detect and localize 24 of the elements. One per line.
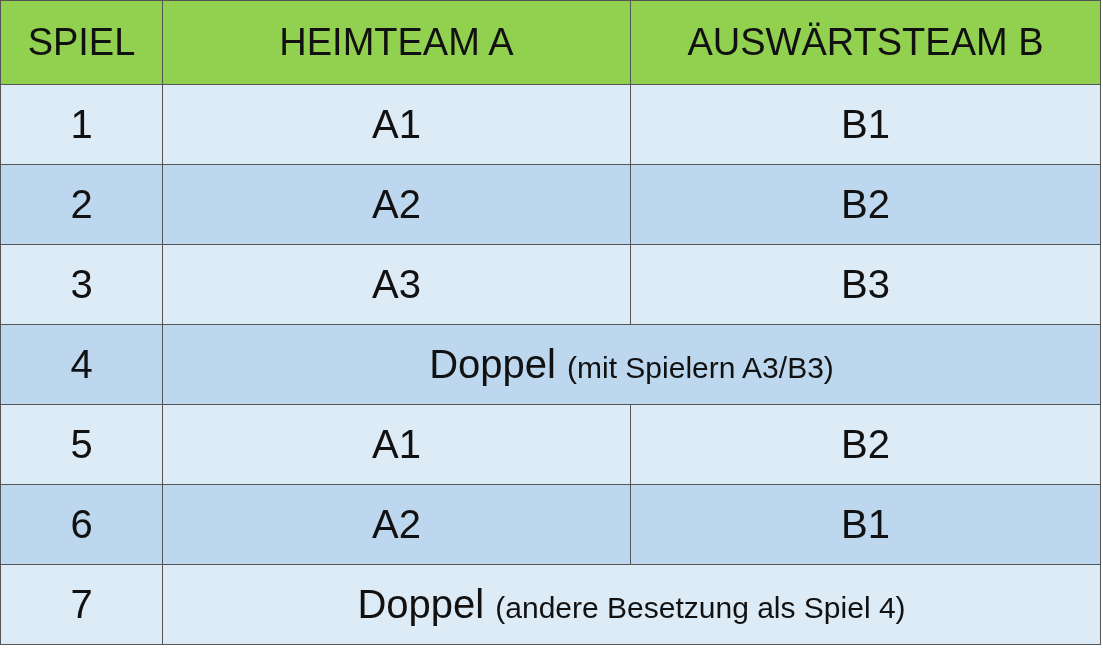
table-cell: A3 <box>162 244 631 325</box>
table-cell: A1 <box>162 84 631 165</box>
cell-text: Doppel <box>357 582 485 626</box>
table-cell: B2 <box>630 404 1101 485</box>
table-cell: A1 <box>162 404 631 485</box>
table-cell: A2 <box>162 484 631 565</box>
column-header: HEIMTEAM A <box>162 0 631 85</box>
table-cell: 1 <box>0 84 163 165</box>
cell-note: (mit Spielern A3/B3) <box>567 351 834 384</box>
cell-note: (andere Besetzung als Spiel 4) <box>495 591 906 624</box>
table-cell: A2 <box>162 164 631 245</box>
table-cell: 7 <box>0 564 163 645</box>
column-header: SPIEL <box>0 0 163 85</box>
table-cell: B3 <box>630 244 1101 325</box>
column-header: AUSWÄRTSTEAM B <box>630 0 1101 85</box>
cell-text: Doppel <box>429 342 556 386</box>
table-cell: 5 <box>0 404 163 485</box>
table-cell: B2 <box>630 164 1101 245</box>
table-cell: 3 <box>0 244 163 325</box>
table-cell: B1 <box>630 484 1101 565</box>
table-cell: 2 <box>0 164 163 245</box>
table-cell: B1 <box>630 84 1101 165</box>
table-cell: 6 <box>0 484 163 565</box>
table-cell: 4 <box>0 324 163 405</box>
